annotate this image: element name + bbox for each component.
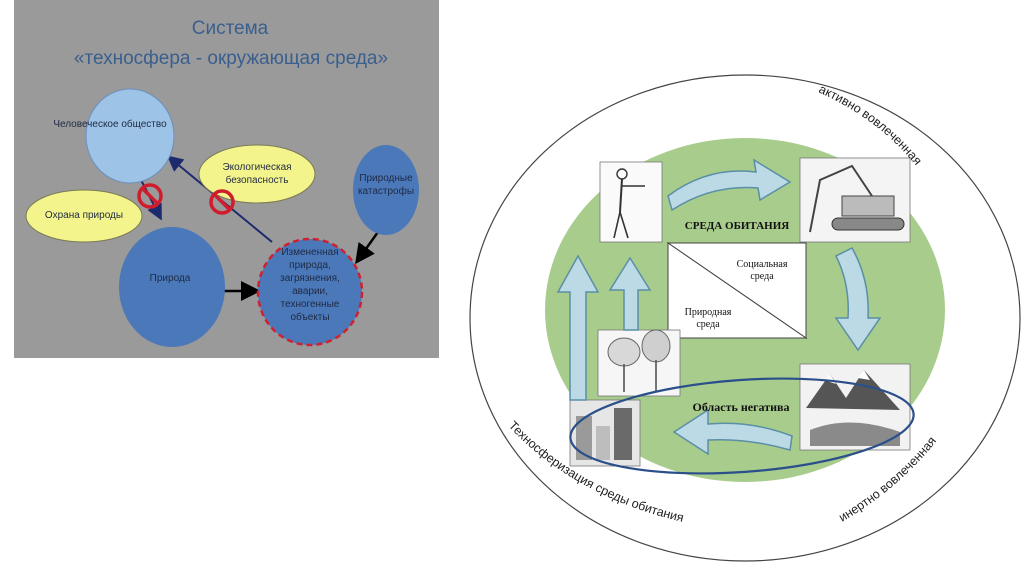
negative-area-label: Область негатива <box>692 400 790 414</box>
natural-disasters-label-1: Природные <box>359 173 413 184</box>
changed-nature-node <box>256 237 364 347</box>
nature-node <box>119 227 225 347</box>
arrow-bottom-left <box>672 408 793 456</box>
ecological-safety-label-1: Экологическая <box>222 162 292 173</box>
prohibition-icon-safety <box>209 189 235 215</box>
natural-environment-label-2: среда <box>696 319 720 330</box>
title-line-1: Система <box>191 18 269 39</box>
arrow-top-right <box>667 158 792 212</box>
changed-nature-label-4: аварии, <box>292 286 328 297</box>
human-figure-image <box>599 161 663 243</box>
ecological-safety-node <box>198 144 316 204</box>
trees-landscape-image <box>597 329 681 397</box>
natural-environment-label-1: Природная <box>684 307 732 318</box>
nature-label: Природа <box>149 273 191 284</box>
arrow-left-up-2 <box>608 256 652 331</box>
changed-nature-label-2: природа, <box>289 260 331 271</box>
human-society-label: Человеческое общество <box>53 119 167 130</box>
natural-environment-triangle <box>667 242 808 339</box>
nature-protection-node <box>25 189 143 243</box>
changed-nature-label-1: Измененная <box>281 247 339 258</box>
changed-nature-label-3: загрязнения, <box>280 273 340 284</box>
ecological-safety-label-2: безопасность <box>225 175 289 186</box>
title-line-2: «техносфера - окружающая среда» <box>73 48 389 69</box>
natural-disasters-label-2: катастрофы <box>357 186 415 197</box>
prohibition-icon-society <box>137 183 163 209</box>
arrow-left-up-1 <box>556 254 600 401</box>
industrial-city-image <box>569 399 641 467</box>
social-environment-label-1: Социальная <box>736 259 788 270</box>
changed-nature-label-6: объекты <box>290 312 330 323</box>
arrow-right-down <box>834 247 882 352</box>
negative-area-outline <box>569 377 915 475</box>
nature-protection-label: Охрана природы <box>44 210 124 221</box>
excavator-image <box>799 157 911 243</box>
social-environment-label-2: среда <box>750 271 774 282</box>
human-society-node <box>85 88 175 184</box>
changed-nature-label-5: техногенные <box>280 299 340 310</box>
natural-disasters-node <box>353 145 419 235</box>
habitat-label: СРЕДА ОБИТАНИЯ <box>684 220 790 232</box>
